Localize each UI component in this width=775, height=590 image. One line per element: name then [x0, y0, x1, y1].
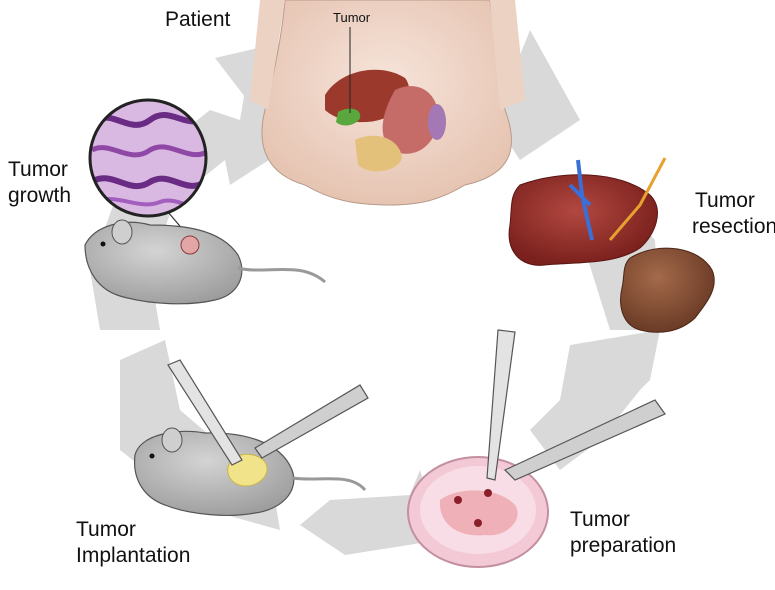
tissue-spot-2 [484, 489, 492, 497]
label-patient: Patient [165, 8, 231, 31]
patient-right-arm [490, 0, 525, 110]
tumor-chunk [620, 247, 715, 333]
mouse-body-bottom [133, 430, 295, 516]
tumor-preparation-illustration [407, 329, 666, 568]
patient-left-arm [250, 0, 285, 110]
cycle-arrow-segment-4 [530, 330, 660, 470]
patient-stomach [382, 86, 439, 154]
label-tumor-preparation: Tumor preparation [570, 508, 677, 557]
mouse-eye-top [100, 241, 106, 247]
tumor-resection-illustration [508, 157, 715, 333]
mouse-body-top [84, 221, 243, 305]
cycle-arrow-segment-5 [300, 470, 440, 555]
histology-lens-rim [88, 98, 208, 218]
scalpel-implant [254, 384, 369, 459]
patient-intestine [355, 135, 402, 172]
patient-gallbladder-tumor [336, 108, 361, 126]
patient-spleen [428, 104, 446, 140]
mouse-eye-bottom [149, 453, 155, 459]
forceps-implant [167, 359, 243, 466]
liver-artery [608, 157, 667, 241]
histology-lens-background [90, 100, 206, 216]
mouse-ear-bottom [161, 427, 183, 453]
mouse-tail-bottom [291, 476, 367, 492]
forceps-prep [486, 329, 516, 481]
resected-liver [508, 174, 658, 266]
label-tumor-resection: Tumor resection [692, 189, 775, 238]
tumor-implantation-illustration [133, 359, 369, 516]
scalpel-prep [503, 399, 666, 481]
mouse-tail-top [237, 266, 326, 284]
liver-vessels [568, 159, 594, 241]
tumor-growth-illustration [84, 98, 326, 305]
label-tumor-pointer: Tumor [333, 10, 371, 25]
tissue-spot-3 [474, 519, 482, 527]
tissue-spot-1 [454, 496, 462, 504]
label-tumor-implantation: Tumor Implantation [76, 518, 191, 567]
cycle-ring-center [248, 189, 506, 401]
label-tumor-growth: Tumor growth [8, 158, 72, 207]
patient-torso-illustration [250, 0, 525, 206]
mouse-tumor-nodule [180, 235, 200, 255]
mouse-ear-top [111, 219, 133, 245]
